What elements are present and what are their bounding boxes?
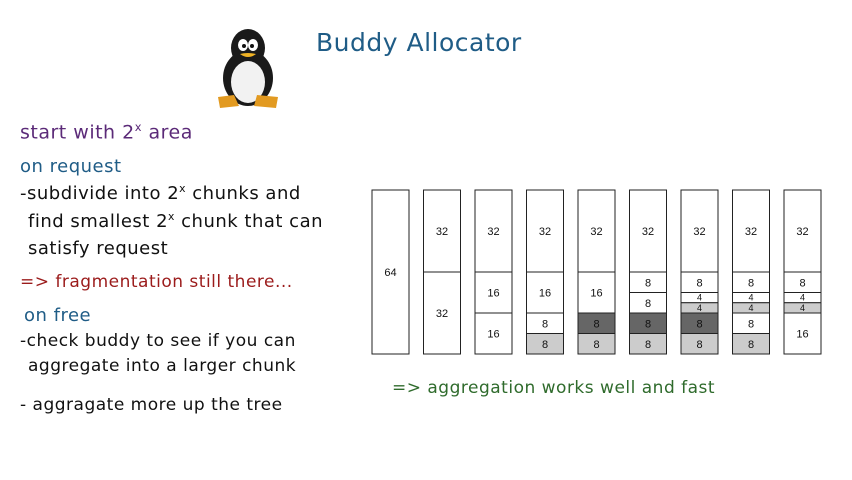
memory-block-label-col7-1: 32	[693, 226, 705, 238]
memory-block-label-col8-1: 32	[745, 226, 757, 238]
memory-block-label-col6-3: 8	[645, 298, 651, 310]
memory-block-col3-3	[474, 312, 513, 355]
memory-block-col9-5	[783, 312, 822, 355]
note-on-request-heading: on request	[20, 156, 122, 177]
memory-block-col7-6	[680, 333, 719, 355]
memory-block-label-col6-2: 8	[645, 277, 651, 289]
memory-block-col2-2	[423, 271, 461, 355]
memory-block-col1-1	[371, 189, 410, 355]
memory-block-label-col5-3: 8	[593, 318, 599, 330]
memory-block-label-col4-4: 8	[542, 339, 548, 351]
note-fragmentation: => fragmentation still there...	[20, 272, 293, 292]
memory-block-label-col9-3: 4	[800, 293, 805, 303]
note-on-free-heading: on free	[24, 305, 92, 326]
memory-block-label-col8-3: 4	[748, 293, 753, 303]
buddy-allocation-diagram: 6432323216163216883216883288883284488328…	[371, 189, 822, 355]
note-subdivide-line3: satisfy request	[28, 238, 169, 259]
note-aggregate-tree: - aggragate more up the tree	[20, 395, 283, 415]
memory-block-label-col9-4: 4	[800, 303, 805, 313]
memory-block-label-col7-3: 4	[697, 293, 702, 303]
memory-block-label-col6-5: 8	[645, 339, 651, 351]
memory-block-label-col2-1: 32	[436, 226, 448, 238]
memory-block-label-col6-1: 32	[642, 226, 654, 238]
page-title: Buddy Allocator	[316, 28, 522, 57]
memory-block-label-col8-2: 8	[748, 277, 754, 289]
memory-block-label-col5-2: 16	[590, 288, 602, 300]
memory-block-label-col9-2: 8	[799, 277, 805, 289]
memory-block-label-col4-3: 8	[542, 318, 548, 330]
memory-block-label-col4-1: 32	[539, 226, 551, 238]
memory-block-col3-1	[474, 189, 513, 273]
memory-block-label-col4-2: 16	[539, 288, 551, 300]
memory-block-label-col7-4: 4	[697, 303, 702, 313]
memory-block-col2-1	[423, 189, 461, 273]
memory-block-label-col7-6: 8	[696, 339, 702, 351]
memory-block-label-col7-5: 8	[696, 318, 702, 330]
note-subdivide-line2: find smallest 2x chunk that can	[28, 210, 324, 232]
note-start: start with 2x area	[20, 120, 193, 144]
memory-block-col3-2	[474, 271, 513, 314]
note-check-buddy-line1: -check buddy to see if you can	[20, 331, 296, 351]
memory-block-label-col7-2: 8	[696, 277, 702, 289]
memory-block-label-col3-2: 16	[487, 288, 499, 300]
memory-block-col8-6	[732, 333, 770, 355]
note-subdivide-line1: -subdivide into 2x chunks and	[20, 182, 301, 204]
memory-block-col6-1	[629, 189, 667, 273]
memory-block-col4-1	[526, 189, 564, 273]
memory-block-label-col9-1: 32	[796, 226, 808, 238]
memory-block-col6-5	[629, 333, 667, 355]
memory-block-label-col5-4: 8	[593, 339, 599, 351]
memory-block-label-col3-3: 16	[487, 329, 499, 341]
memory-block-label-col3-1: 32	[487, 226, 499, 238]
memory-block-label-col1-1: 64	[384, 267, 396, 279]
memory-block-label-col8-4: 4	[748, 303, 753, 313]
note-check-buddy-line2: aggregate into a larger chunk	[28, 356, 297, 376]
memory-block-col4-4	[526, 333, 564, 355]
memory-block-label-col8-5: 8	[748, 318, 754, 330]
tux-penguin-icon	[218, 29, 278, 108]
memory-block-label-col9-5: 16	[796, 329, 808, 341]
memory-block-col5-4	[577, 333, 616, 355]
memory-block-label-col8-6: 8	[748, 339, 754, 351]
memory-block-col5-1	[577, 189, 616, 273]
memory-block-col9-1	[783, 189, 822, 273]
memory-block-label-col6-4: 8	[645, 318, 651, 330]
note-conclusion: => aggregation works well and fast	[392, 378, 716, 398]
memory-block-col4-2	[526, 271, 564, 314]
memory-block-label-col5-1: 32	[590, 226, 602, 238]
memory-block-col8-1	[732, 189, 770, 273]
memory-block-label-col2-2: 32	[436, 308, 448, 320]
